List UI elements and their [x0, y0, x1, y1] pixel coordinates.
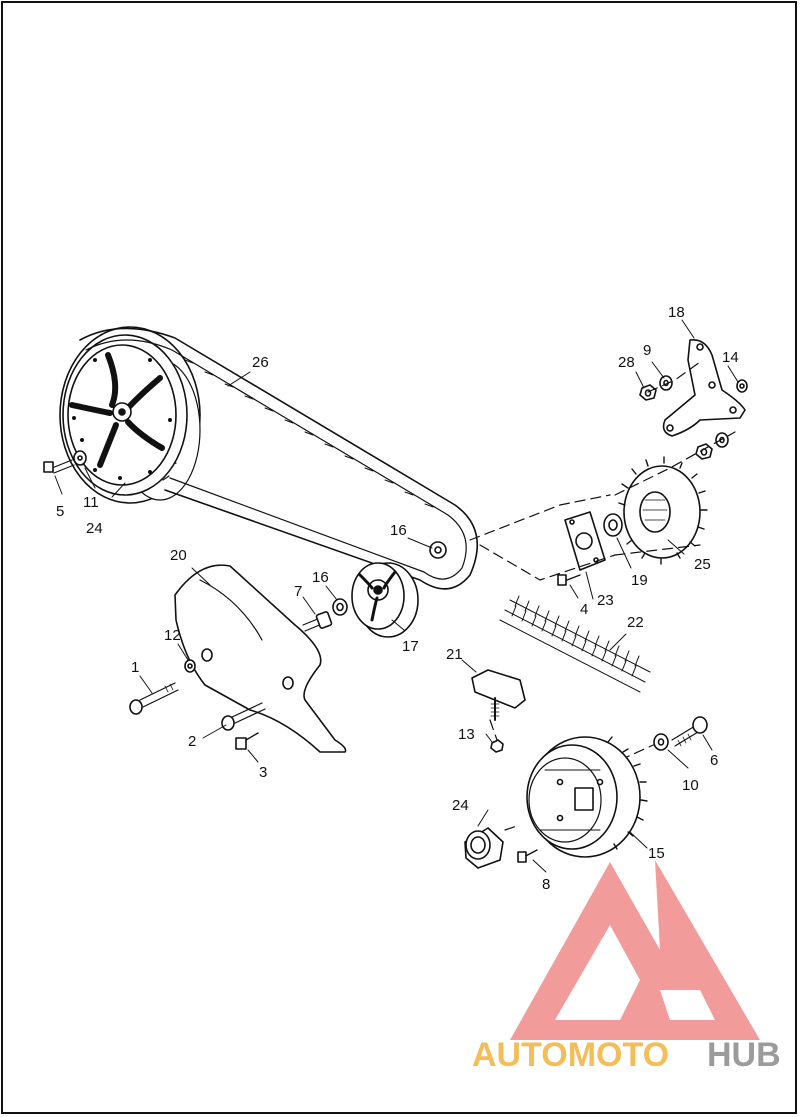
belt-guard [174, 564, 347, 753]
callout-19: 19 [631, 572, 648, 589]
watermark-logo: AUTOMOTO HUB [472, 860, 781, 1074]
callout-9: 9 [643, 342, 651, 359]
callout-11: 11 [83, 494, 99, 511]
lock-plate [557, 511, 623, 586]
callout-8: 8 [542, 876, 550, 893]
callout-13: 13 [458, 726, 475, 743]
mount-bracket [639, 338, 748, 460]
callout-22: 22 [627, 614, 644, 631]
callout-24: 23 [597, 592, 614, 609]
callout-7: 7 [294, 583, 302, 600]
leader-lines [54, 319, 739, 873]
callout-2: 2 [188, 733, 196, 750]
callout-23: 24 [452, 797, 469, 814]
transmission-sprocket [618, 456, 708, 565]
callout-25: 24 [86, 520, 103, 537]
callout-18: 18 [668, 304, 685, 321]
watermark-part1: AUTOMOTO [472, 1036, 669, 1074]
callout-26: 25 [694, 556, 711, 573]
cover-fasteners [43, 450, 266, 750]
callout-14: 14 [722, 349, 739, 366]
rear-sprocket-pulley [59, 326, 201, 504]
compensator-sprocket [464, 716, 708, 869]
callout-labels: 26 24 11 5 16 16 7 17 20 12 1 2 3 18 9 2… [56, 304, 739, 893]
callout-28: 28 [618, 354, 635, 371]
watermark-part2: HUB [707, 1036, 781, 1074]
callout-3: 3 [259, 764, 267, 781]
callout-6: 6 [710, 752, 718, 769]
drive-belt [79, 327, 478, 590]
callout-21: 21 [446, 646, 463, 663]
idler-pulley [302, 562, 419, 638]
callout-15: 15 [648, 845, 665, 862]
callout-12: 12 [164, 627, 181, 644]
reference-lines [469, 361, 736, 831]
callout-27: 26 [252, 354, 269, 371]
tensioner-shoe [471, 669, 526, 753]
logo-mark-icon [510, 860, 760, 1040]
callout-20: 20 [170, 547, 187, 564]
callout-1: 1 [131, 659, 139, 676]
spring-pack [499, 595, 651, 693]
callout-17: 17 [402, 638, 419, 655]
callout-16-belt: 16 [390, 522, 407, 539]
belt-pulley-spacer [429, 541, 447, 559]
callout-10: 10 [682, 777, 699, 794]
callout-4: 4 [580, 601, 588, 618]
callout-16-idler: 16 [312, 569, 329, 586]
callout-5: 5 [56, 503, 64, 520]
